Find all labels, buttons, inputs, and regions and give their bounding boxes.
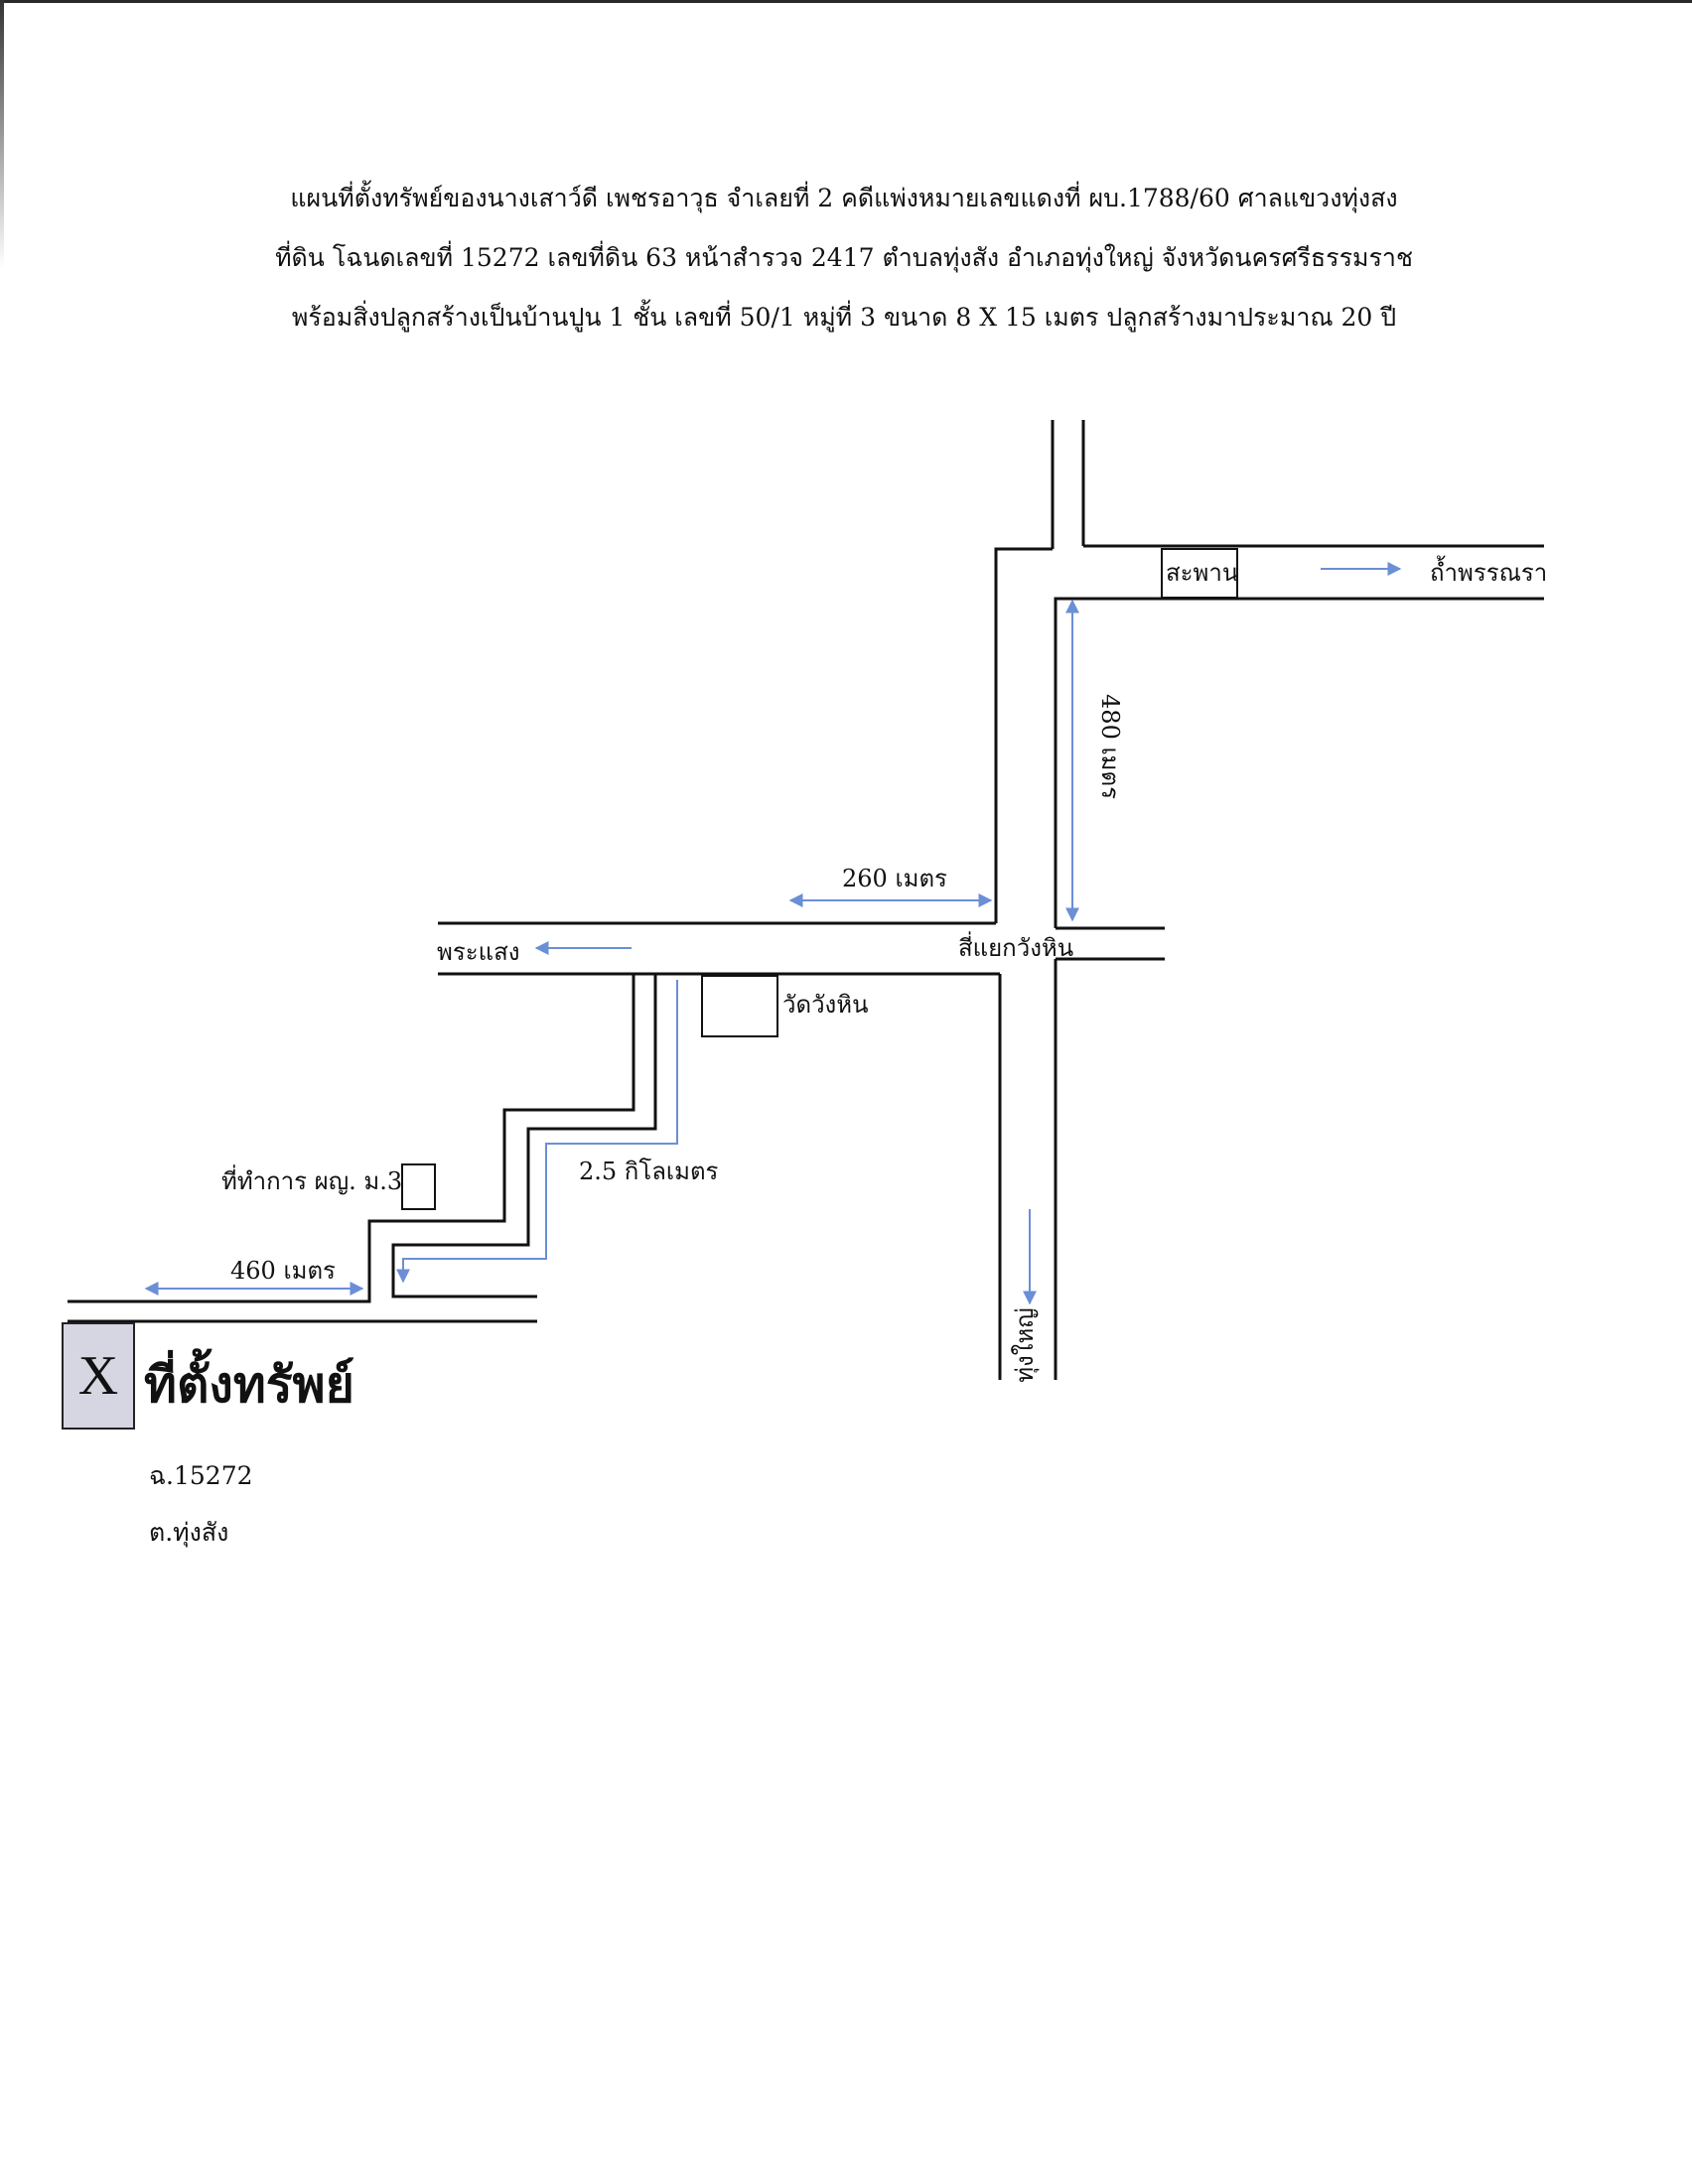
header-line-1: แผนที่ตั้งทรัพย์ของนางเสาว์ดี เพชรอาวุธ … [290, 184, 1398, 212]
header-line-3: พร้อมสิ่งปลูกสร้างเป็นบ้านปูน 1 ชั้น เลข… [291, 303, 1397, 332]
deed-number: ฉ.15272 [149, 1461, 253, 1490]
label-dest-east: ถ้ำพรรณรา [1430, 555, 1547, 587]
label-dest-west: พระแสง [437, 938, 519, 966]
label-dist-west: 260 เมตร [842, 865, 947, 892]
road-main-inner [1054, 597, 1544, 928]
arrow-route [396, 980, 678, 1284]
deed-info: ฉ.15272 ต.ทุ่งสัง [149, 1447, 253, 1561]
road-branch-outer [68, 974, 635, 1303]
label-dist-bottom: 460 เมตร [230, 1257, 336, 1285]
map-header: แผนที่ตั้งทรัพย์ของนางเสาว์ดี เพชรอาวุธ … [99, 169, 1589, 347]
header-line-2: ที่ดิน โฉนดเลขที่ 15272 เลขที่ดิน 63 หน้… [275, 243, 1413, 272]
label-temple: วัดวังหิน [782, 991, 868, 1019]
bridge-box [1161, 548, 1238, 599]
label-dist-north: 480 เมตร [1096, 694, 1124, 799]
label-dest-south: ทุ่งใหญ่ [1011, 1307, 1040, 1383]
route-arrows [144, 562, 1402, 1305]
scan-edge-top [0, 0, 1692, 3]
road-lines [68, 420, 1544, 1380]
label-office: ที่ทำการ ผญ. ม.3 [221, 1164, 402, 1195]
road-east-inner [994, 547, 1053, 923]
scan-edge-left [0, 0, 4, 268]
office-box [401, 1163, 436, 1210]
map-labels: สะพาน ถ้ำพรรณรา 480 เมตร 260 เมตร พระแสง… [221, 555, 1547, 1383]
road-branch-inner [391, 974, 657, 1298]
legend-property-marker: X [62, 1322, 135, 1430]
label-junction: สี่แยกวังหิน [958, 931, 1073, 962]
label-bridge: สะพาน [1166, 559, 1238, 587]
label-dist-route: 2.5 กิโลเมตร [579, 1158, 719, 1185]
deed-subdistrict: ต.ทุ่งสัง [149, 1518, 229, 1547]
temple-box [701, 975, 778, 1037]
legend-label: ที่ตั้งทรัพย์ [144, 1355, 354, 1414]
